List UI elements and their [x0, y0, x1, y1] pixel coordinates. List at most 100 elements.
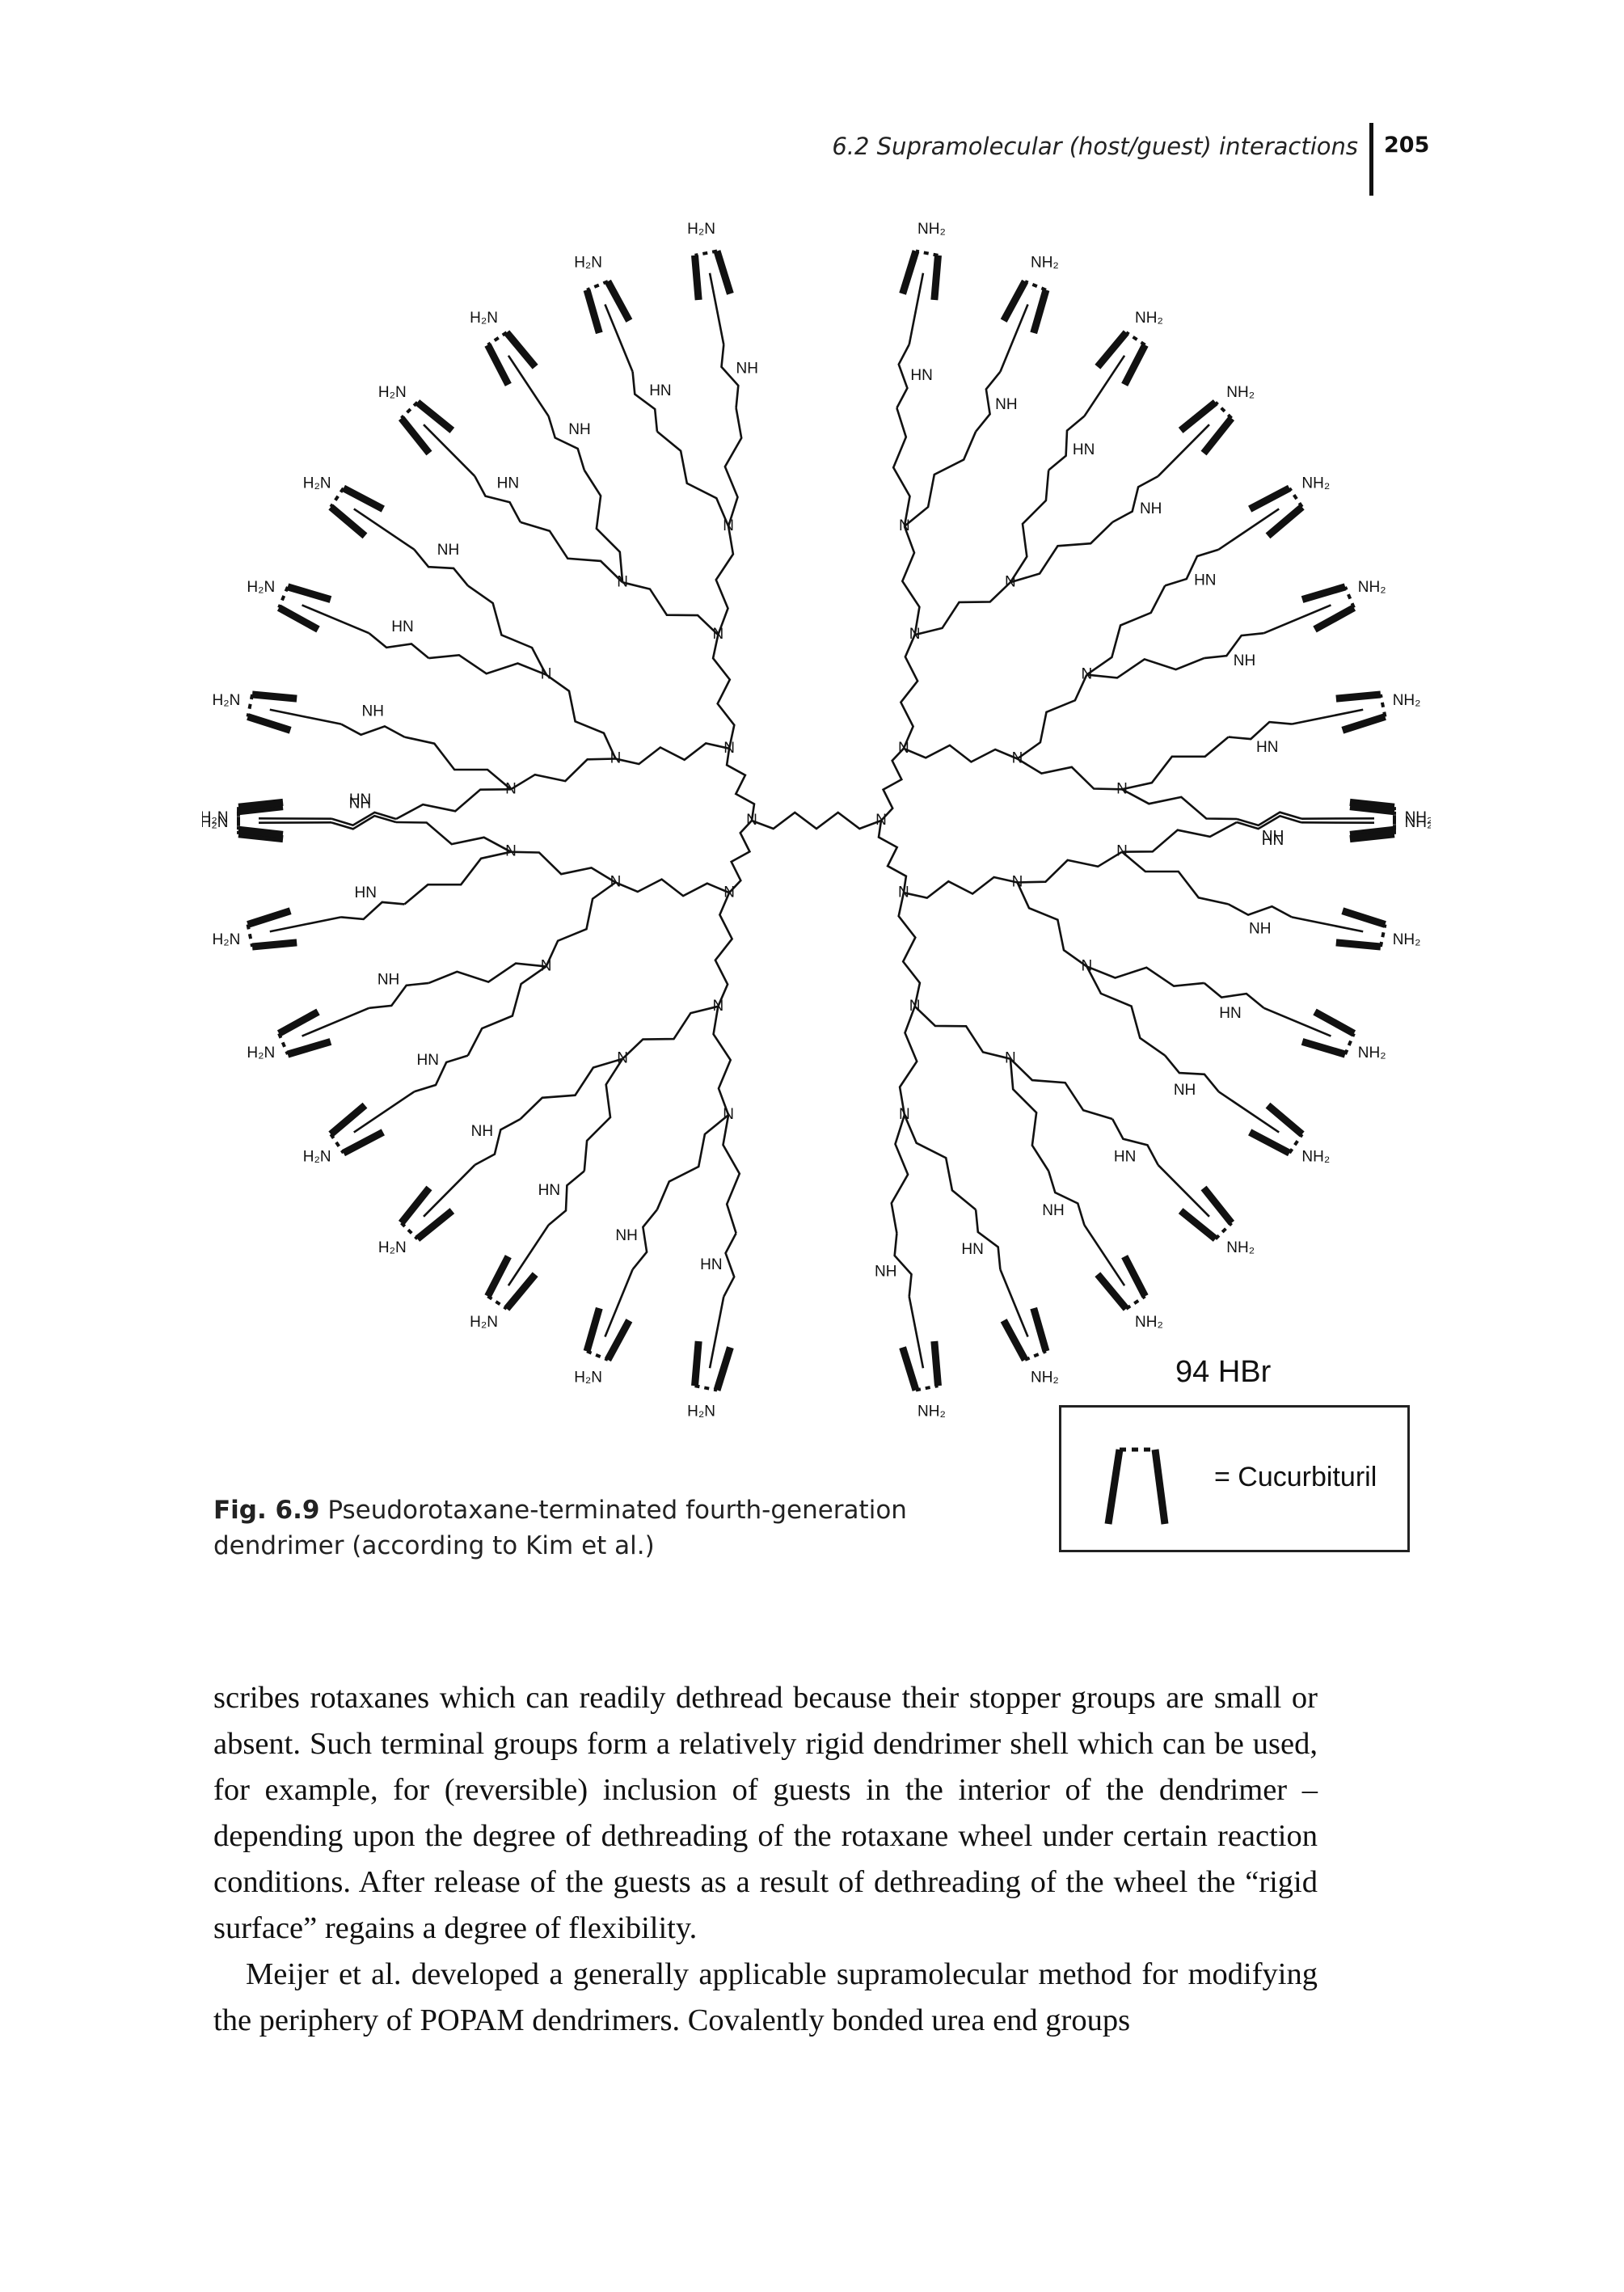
amide-linker	[896, 344, 910, 409]
cucurbituril-wheel	[236, 798, 284, 838]
page-number: 205	[1384, 133, 1430, 158]
amide-linker	[631, 371, 659, 432]
amide-label: NH	[378, 971, 399, 988]
wheel-stroke	[238, 830, 284, 843]
propyl-chain	[1009, 470, 1050, 584]
amine-label: H₂N	[470, 310, 498, 327]
cucurbituril-wheel	[328, 1102, 385, 1157]
propyl-chain	[466, 965, 547, 1057]
terminal-chain	[353, 1091, 415, 1133]
wheel-stroke	[1349, 798, 1395, 811]
terminal-chain	[1083, 1224, 1126, 1286]
wheel-stroke	[1000, 1319, 1029, 1362]
wheel-stroke	[1265, 1102, 1305, 1138]
paragraph-2: Meijer et al. developed a generally appl…	[213, 1957, 1318, 2037]
amine-label: H₂N	[574, 255, 602, 272]
propyl-chain	[510, 851, 617, 884]
amide-linker	[1164, 1054, 1220, 1093]
branch-n-atom: N	[723, 1106, 734, 1123]
amine-label: NH₂	[1031, 1369, 1059, 1386]
propyl-chain	[913, 1005, 1011, 1060]
wheel-stroke	[276, 1008, 320, 1037]
terminal-chain	[908, 1296, 925, 1369]
amide-linker	[1111, 475, 1159, 524]
cucurbituril-wheel	[1000, 279, 1050, 335]
wheel-stroke	[713, 1346, 734, 1391]
wheel-stroke	[286, 1038, 332, 1058]
wheel-stroke	[583, 1306, 603, 1353]
cucurbituril-wheel	[583, 279, 633, 335]
branch-n-atom: N	[898, 884, 909, 901]
cucurbituril-wheel	[1095, 1255, 1149, 1311]
amine-label: NH₂	[1358, 579, 1386, 596]
terminal-chain	[1157, 424, 1210, 477]
cucurbituril-wheels	[236, 249, 1397, 1392]
amide-linker	[547, 1170, 585, 1226]
amine-label: NH₂	[1301, 1148, 1330, 1165]
propyl-chain	[622, 1005, 719, 1060]
branch-n-atom: N	[712, 998, 723, 1015]
wheel-stroke	[329, 1133, 345, 1154]
wheel-stroke	[341, 1129, 385, 1157]
propyl-chain	[714, 892, 734, 1007]
terminal-chain	[1217, 508, 1280, 551]
amide-linker	[1236, 811, 1302, 827]
terminal-chain	[1263, 1007, 1331, 1037]
wheel-stroke	[1030, 1306, 1050, 1353]
amine-label: NH₂	[917, 1403, 946, 1420]
amide-label: HN	[391, 618, 413, 635]
cucurbituril-wheel	[691, 249, 734, 301]
amide-linker	[369, 981, 429, 1010]
amide-linker	[1204, 631, 1264, 660]
propyl-chain	[725, 748, 756, 821]
cucurbituril-wheel	[1000, 1306, 1050, 1362]
propyl-chain	[403, 851, 512, 905]
terminal-chain	[999, 303, 1029, 373]
wheel-stroke	[1024, 280, 1047, 292]
amine-label: H₂N	[247, 1045, 275, 1062]
terminal-chain	[507, 355, 550, 417]
wheel-stroke	[484, 1255, 512, 1298]
terminal-chain	[708, 272, 725, 345]
cucurbituril-wheel	[691, 1340, 734, 1392]
amide-label: HN	[700, 1256, 722, 1273]
propyl-chain	[545, 881, 617, 967]
propyl-chain	[467, 585, 547, 676]
wheel-stroke	[915, 1384, 939, 1392]
amide-label: NH	[362, 703, 384, 720]
amine-label: H₂N	[687, 221, 715, 238]
wheel-stroke	[694, 249, 718, 257]
wheel-stroke	[1288, 1133, 1304, 1154]
amide-label: NH	[471, 1123, 493, 1140]
wheel-stroke	[1349, 803, 1395, 816]
propyl-chain	[395, 788, 512, 821]
terminal-chain	[908, 272, 925, 345]
cucurbituril-wheel	[899, 1340, 942, 1392]
cucurbituril-wheel	[398, 1185, 455, 1242]
amide-label: HN	[1194, 572, 1216, 589]
amide-linker	[1111, 1118, 1159, 1166]
terminal-chain	[1083, 355, 1126, 417]
legend-label: = Cucurbituril	[1214, 1462, 1377, 1492]
cucurbituril-wheel	[484, 330, 538, 386]
propyl-chain	[1017, 851, 1123, 884]
branch-n-atom: N	[723, 740, 735, 757]
propyl-chain	[395, 821, 512, 853]
wheel-stroke	[1095, 1272, 1129, 1311]
propyl-chain	[622, 581, 719, 636]
propyl-chain	[1086, 585, 1166, 676]
cucurbituril-wheel	[484, 1255, 538, 1311]
amide-label: NH	[1174, 1082, 1196, 1099]
wheel-stroke	[604, 279, 633, 323]
wheel-stroke	[899, 250, 920, 295]
amide-linker	[1203, 981, 1265, 1009]
caption-text: Pseudorotaxane-terminated fourth-generat…	[213, 1496, 907, 1560]
propyl-chain	[711, 634, 736, 749]
propyl-chain	[1121, 736, 1230, 791]
amide-linker	[474, 475, 521, 523]
amide-label: HN	[355, 884, 377, 901]
terminal-chain	[302, 604, 370, 635]
cucurbituril-wheel	[899, 249, 942, 301]
cucurbituril-wheel	[246, 907, 297, 951]
